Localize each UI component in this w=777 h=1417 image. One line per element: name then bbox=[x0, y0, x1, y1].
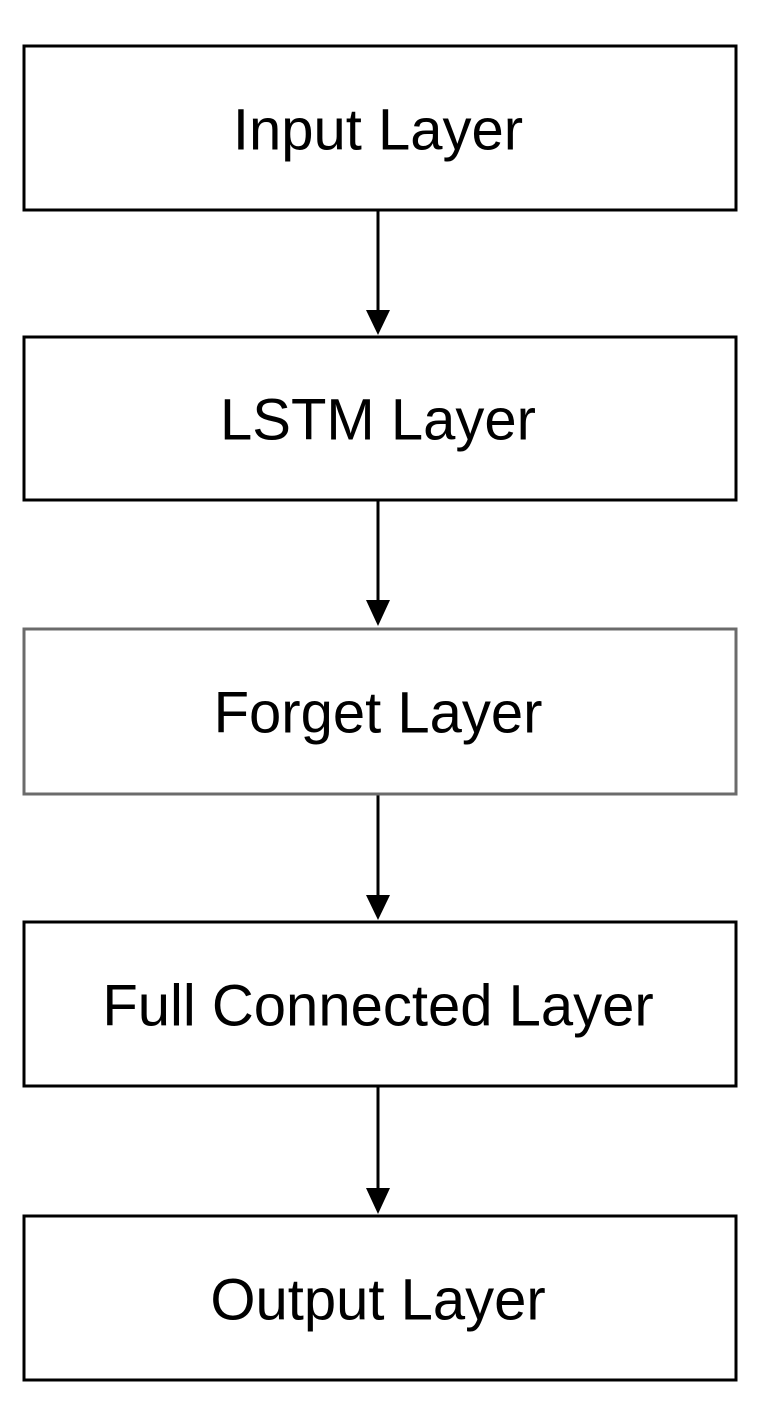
edge-fc-to-output bbox=[366, 1086, 390, 1214]
node-label: Full Connected Layer bbox=[102, 974, 653, 1039]
node-full-connected-layer: Full Connected Layer bbox=[22, 920, 738, 1088]
node-input-layer: Input Layer bbox=[22, 44, 738, 212]
node-label: Output Layer bbox=[210, 1268, 545, 1333]
node-label: Input Layer bbox=[233, 98, 523, 163]
node-output-layer: Output Layer bbox=[22, 1214, 738, 1382]
edge-input-to-lstm bbox=[366, 210, 390, 335]
node-lstm-layer: LSTM Layer bbox=[22, 335, 738, 502]
edge-forget-to-fc bbox=[366, 794, 390, 920]
edge-lstm-to-forget bbox=[366, 500, 390, 626]
node-label: Forget Layer bbox=[214, 681, 543, 746]
node-forget-layer: Forget Layer bbox=[22, 627, 738, 796]
node-label: LSTM Layer bbox=[220, 388, 536, 453]
